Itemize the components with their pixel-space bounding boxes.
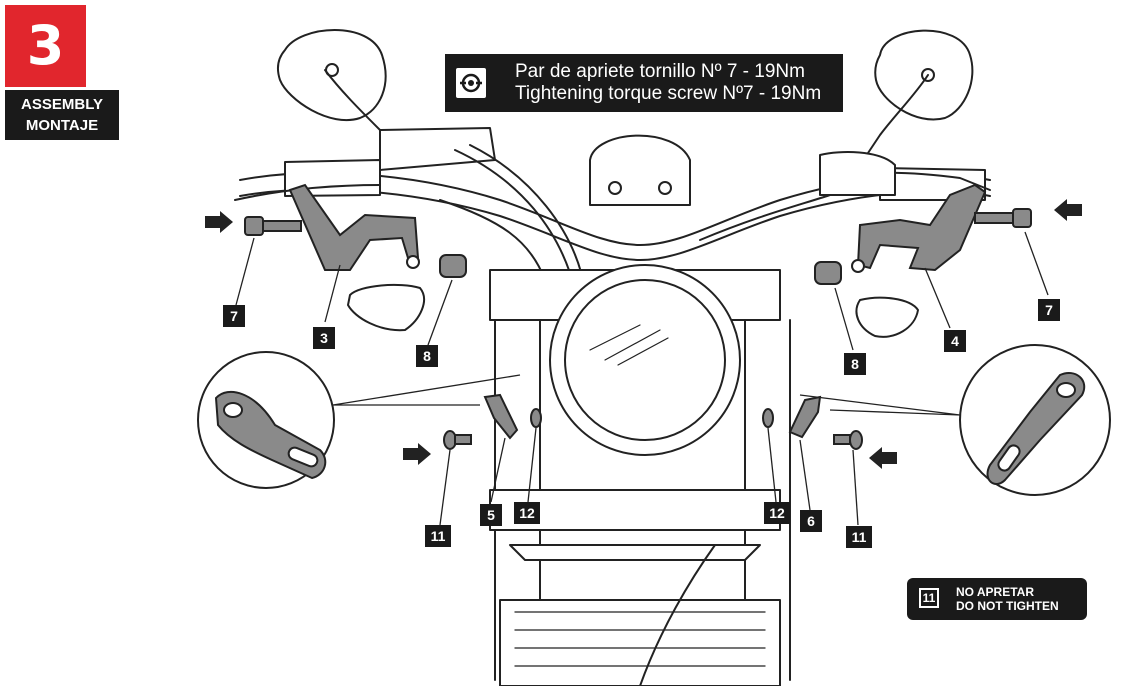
left-bracket-detail xyxy=(197,351,521,489)
right-mirror xyxy=(859,29,974,166)
left-turn-signal xyxy=(347,283,425,332)
callout-6: 6 xyxy=(800,510,822,532)
torque-wrench-icon xyxy=(456,68,486,98)
step-number: 3 xyxy=(5,5,86,87)
left-screw-11 xyxy=(443,430,472,450)
step-label-line2: MONTAJE xyxy=(25,117,99,134)
arrow-left-icon xyxy=(869,447,897,469)
right-bracket-detail xyxy=(799,344,1111,496)
callout-11-right: 11 xyxy=(846,526,872,548)
legend-number: 11 xyxy=(919,588,939,608)
right-handguard-bracket xyxy=(856,183,987,272)
arrow-right-icon xyxy=(205,211,233,233)
step-label-line1: ASSEMBLY xyxy=(21,96,103,113)
callout-8-left: 8 xyxy=(416,345,438,367)
headlight xyxy=(549,264,741,456)
callout-11-left: 11 xyxy=(425,525,451,547)
callout-7-left: 7 xyxy=(223,305,245,327)
right-mount-bracket-6 xyxy=(788,395,822,439)
callout-7-right: 7 xyxy=(1038,299,1060,321)
left-mirror xyxy=(276,29,396,151)
callout-5: 5 xyxy=(480,504,502,526)
right-screw-7 xyxy=(974,208,1032,228)
right-screw-11 xyxy=(833,430,863,450)
callout-12-right: 12 xyxy=(764,502,790,524)
left-washer-12 xyxy=(530,408,542,428)
do-not-tighten-legend: 11 NO APRETAR DO NOT TIGHTEN xyxy=(907,578,1087,620)
torque-note-spanish: Par de apriete tornillo Nº 7 - 19Nm xyxy=(515,61,805,82)
legend-spanish: NO APRETAR xyxy=(956,585,1034,599)
callout-4: 4 xyxy=(944,330,966,352)
right-turn-signal xyxy=(855,296,919,338)
right-washer-12 xyxy=(762,408,774,428)
callout-12-left: 12 xyxy=(514,502,540,524)
arrow-left-icon xyxy=(1054,199,1082,221)
callout-8-right: 8 xyxy=(844,353,866,375)
left-screw-7 xyxy=(244,216,302,236)
torque-note-english: Tightening torque screw Nº7 - 19Nm xyxy=(515,83,822,104)
callout-3: 3 xyxy=(313,327,335,349)
left-handguard-bracket xyxy=(288,183,420,271)
instrument-cluster xyxy=(589,134,691,206)
right-spacer-8 xyxy=(814,261,842,285)
insertion-arrows xyxy=(205,199,1082,469)
step-label: ASSEMBLY MONTAJE xyxy=(5,90,119,140)
arrow-right-icon xyxy=(403,443,431,465)
torque-note: Par de apriete tornillo Nº 7 - 19Nm Tigh… xyxy=(445,54,843,112)
legend-english: DO NOT TIGHTEN xyxy=(956,599,1059,613)
left-spacer-8 xyxy=(439,254,467,278)
left-mount-bracket-5 xyxy=(483,393,519,440)
